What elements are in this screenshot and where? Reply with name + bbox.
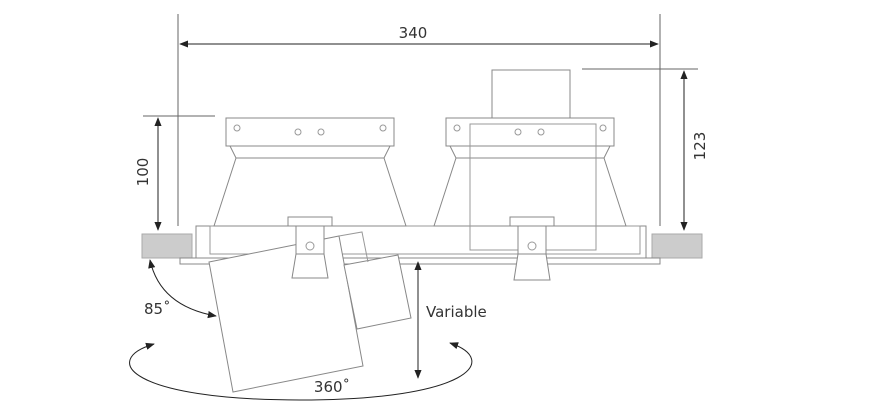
housing-inner-frame xyxy=(209,225,641,255)
left-clip xyxy=(287,216,333,279)
rotation-label: 360˚ xyxy=(314,378,350,396)
width-dimension-label: 340 xyxy=(399,24,428,42)
variable-label: Variable xyxy=(426,303,487,321)
tilt-angle-label: 85˚ xyxy=(144,300,171,318)
right-clip xyxy=(509,216,555,281)
height-right-dimension-label: 123 xyxy=(691,132,709,161)
height-left-dimension-label: 100 xyxy=(134,158,152,187)
ceiling-left xyxy=(141,233,193,259)
right-module xyxy=(433,69,627,251)
left-module xyxy=(213,117,407,227)
rotation-arc xyxy=(129,342,473,401)
ceiling-right xyxy=(651,233,703,259)
tilt-arc xyxy=(148,259,217,319)
